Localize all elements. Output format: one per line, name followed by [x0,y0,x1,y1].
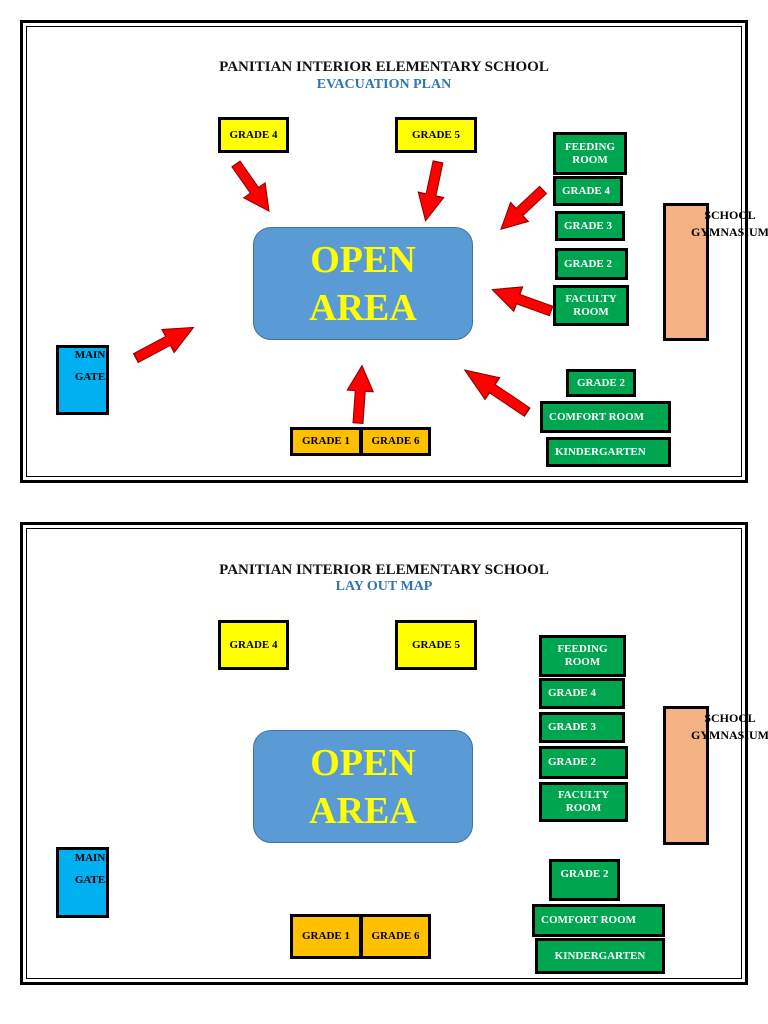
arrow-from-feeding-room [491,179,553,240]
room-grade-2-lower: GRADE 2 [566,369,636,397]
open-area-line2: AREA [309,286,417,329]
room-label: ROOM [565,802,602,814]
room-kindergarten: KINDERGARTEN [546,437,671,467]
room-grade-5: GRADE 5 [395,117,477,153]
gym-label-line2: GYMNASIUM [691,225,768,239]
main-gate [56,847,109,918]
room-label: KINDERGARTEN [554,949,646,962]
room-label: GRADE 3 [564,219,612,232]
room-label: GRADE 2 [548,756,596,768]
room-label: GRADE 4 [548,687,596,699]
open-area-line2: AREA [309,789,417,832]
room-grade-5: GRADE 5 [395,620,477,670]
room-grade-2-upper: GRADE 2 [539,746,628,779]
room-label: GRADE 2 [577,376,625,389]
main-gate-label: MAIN GATE [66,344,114,388]
room-label: GRADE 5 [412,128,460,141]
room-label: GRADE 2 [560,868,609,880]
school-title: PANITIAN INTERIOR ELEMENTARY SCHOOL [219,562,549,578]
room-label: ROOM [572,153,608,166]
room-label: FACULTY [557,789,610,801]
room-label: ROOM [573,305,609,318]
room-label: GRADE 1 [302,435,350,447]
room-label: GRADE 5 [412,638,460,651]
room-grade-2-lower: GRADE 2 [549,859,620,901]
open-area: OPEN AREA [253,227,473,340]
open-area-line1: OPEN [310,238,416,281]
school-gymnasium [663,203,709,341]
arrow-from-faculty-room [487,276,557,324]
open-area: OPEN AREA [253,730,473,843]
gymnasium-label: SCHOOL GYMNASIUM [685,207,768,241]
room-label: FEEDING [564,140,616,153]
room-grade-3: GRADE 3 [555,211,625,241]
room-grade-4: GRADE 4 [218,620,289,670]
school-gymnasium [663,706,709,845]
panel-inner-border [26,26,742,477]
room-grade-3: GRADE 3 [539,712,625,743]
room-grade-4-green: GRADE 4 [539,678,625,709]
room-grade-4: GRADE 4 [218,117,289,153]
map-subtitle: EVACUATION PLAN [316,77,452,92]
room-label: GRADE 4 [229,638,278,651]
gym-label-line1: SCHOOL [704,711,756,725]
room-label: GRADE 6 [371,930,420,942]
panel-inner-border [26,528,742,979]
arrow-from-comfort-room [456,358,535,424]
room-label: COMFORT ROOM [549,410,645,423]
room-comfort-room: COMFORT ROOM [532,904,665,937]
room-label: GRADE 1 [302,930,350,942]
school-title: PANITIAN INTERIOR ELEMENTARY SCHOOL [219,59,549,75]
room-grade-2-upper: GRADE 2 [555,248,628,280]
gate-label-line2: GATE [74,874,106,886]
room-label: ROOM [564,656,601,668]
room-label: KINDERGARTEN [555,445,646,458]
main-gate-label: MAIN GATE [66,847,114,891]
arrow-from-grade-1-6 [344,364,376,425]
gate-label-line1: MAIN [74,349,106,361]
room-label: GRADE 6 [371,435,420,447]
room-comfort-room: COMFORT ROOM [540,401,671,433]
room-label: COMFORT ROOM [541,914,637,926]
arrow-from-grade-5 [412,158,452,224]
room-label: FEEDING [557,643,608,655]
room-label: FACULTY [565,292,617,305]
gym-label-line2: GYMNASIUM [691,728,768,742]
room-grade-1: GRADE 1 [290,427,362,456]
arrow-from-main-gate [129,315,201,371]
gate-label-line2: GATE [74,371,106,383]
gym-label-line1: SCHOOL [704,208,756,222]
room-label: GRADE 2 [564,257,612,270]
room-grade-4-green: GRADE 4 [553,176,623,206]
room-grade-6: GRADE 6 [360,914,431,959]
main-gate [56,345,109,415]
room-label: GRADE 3 [548,721,596,733]
room-grade-6: GRADE 6 [360,427,431,456]
open-area-line1: OPEN [310,741,416,784]
gate-label-line1: MAIN [74,852,106,864]
map-subtitle: LAY OUT MAP [335,579,433,594]
room-label: GRADE 4 [562,184,610,197]
arrow-from-grade-4 [224,155,281,220]
room-kindergarten: KINDERGARTEN [535,938,665,974]
room-label: GRADE 4 [229,128,278,141]
room-grade-1: GRADE 1 [290,914,362,959]
gymnasium-label: SCHOOL GYMNASIUM [685,710,768,744]
